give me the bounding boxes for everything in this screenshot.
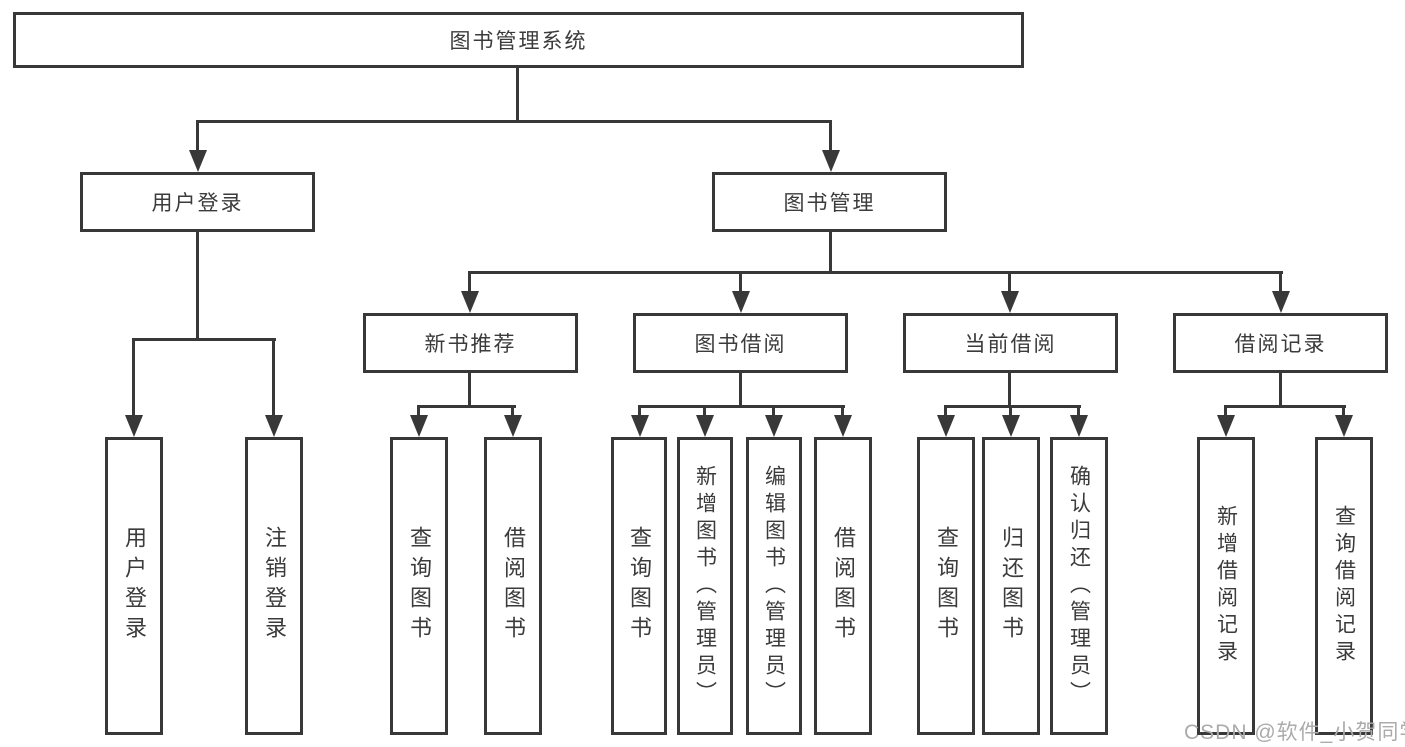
connector-line (1279, 271, 1282, 295)
connector-line (772, 405, 775, 417)
connector-line (468, 271, 471, 295)
arrowhead-down-icon (822, 150, 840, 172)
connector-line (272, 338, 275, 417)
node-label: 借阅记录 (1234, 333, 1327, 356)
leaf-label: 新增图书（管理员） (693, 464, 717, 708)
arrowhead-down-icon (1217, 415, 1235, 437)
arrowhead-down-icon (504, 415, 522, 437)
leaf-add-borrow-record: 新增借阅记录 (1197, 437, 1255, 735)
connector-line (417, 405, 516, 408)
connector-line (516, 68, 519, 123)
arrowhead-down-icon (1001, 291, 1019, 313)
connector-line (1279, 373, 1282, 405)
leaf-label: 查询图书 (627, 526, 652, 646)
leaf-query-book-current: 查询图书 (917, 437, 975, 735)
node-label: 图书借阅 (694, 333, 787, 356)
arrowhead-down-icon (1272, 291, 1290, 313)
connector-line (829, 120, 832, 154)
connector-line (841, 405, 844, 417)
node-label: 图书管理系统 (449, 30, 588, 53)
connector-line (511, 405, 514, 417)
connector-line (1009, 405, 1012, 417)
arrowhead-down-icon (631, 415, 649, 437)
node-borrow-record: 借阅记录 (1173, 313, 1388, 373)
connector-line (1224, 405, 1346, 408)
leaf-add-book-admin: 新增图书（管理员） (677, 437, 733, 735)
leaf-label: 新增借阅记录 (1214, 505, 1238, 667)
leaf-label: 归还图书 (999, 526, 1024, 646)
leaf-label: 借阅图书 (501, 526, 526, 646)
connector-line (196, 232, 199, 338)
connector-line (1342, 405, 1345, 417)
leaf-query-book-newbook: 查询图书 (390, 437, 448, 735)
leaf-label: 查询图书 (934, 526, 959, 646)
arrowhead-down-icon (765, 415, 783, 437)
leaf-label: 用户登录 (122, 526, 147, 646)
node-book-borrow: 图书借阅 (633, 313, 848, 373)
leaf-query-borrow-record: 查询借阅记录 (1315, 437, 1373, 735)
arrowhead-down-icon (265, 415, 283, 437)
arrowhead-down-icon (1070, 415, 1088, 437)
arrowhead-down-icon (189, 150, 207, 172)
node-label: 图书管理 (783, 192, 876, 215)
connector-line (132, 338, 135, 417)
node-label: 当前借阅 (964, 333, 1057, 356)
connector-line (739, 373, 742, 405)
leaf-label: 查询图书 (407, 526, 432, 646)
connector-line (1224, 405, 1227, 417)
connector-line (417, 405, 420, 417)
leaf-confirm-return-admin: 确认归还（管理员） (1050, 437, 1108, 735)
connector-line (1077, 405, 1080, 417)
csdn-watermark: CSDN @软件_小贺同学 (1184, 721, 1405, 744)
connector-line (196, 120, 199, 154)
leaf-borrow-book: 借阅图书 (814, 437, 872, 735)
leaf-edit-book-admin: 编辑图书（管理员） (746, 437, 802, 735)
arrowhead-down-icon (937, 415, 955, 437)
arrowhead-down-icon (834, 415, 852, 437)
node-book-management: 图书管理 (712, 172, 947, 232)
connector-line (703, 405, 706, 417)
connector-line (1008, 271, 1011, 295)
connector-line (944, 405, 1081, 408)
connector-line (829, 232, 832, 274)
node-current-borrow: 当前借阅 (903, 313, 1118, 373)
connector-line (944, 405, 947, 417)
node-library-management-system: 图书管理系统 (13, 12, 1024, 68)
leaf-label: 注销登录 (262, 526, 287, 646)
connector-line (739, 271, 742, 295)
arrowhead-down-icon (696, 415, 714, 437)
leaf-user-login: 用户登录 (105, 437, 163, 735)
node-user-login: 用户登录 (80, 172, 315, 232)
leaf-label: 查询借阅记录 (1332, 505, 1356, 667)
arrowhead-down-icon (1335, 415, 1353, 437)
connector-line (638, 405, 641, 417)
connector-line (468, 271, 1283, 274)
leaf-borrow-book-newbook: 借阅图书 (484, 437, 542, 735)
leaf-label: 借阅图书 (831, 526, 856, 646)
arrowhead-down-icon (461, 291, 479, 313)
leaf-query-book-borrow: 查询图书 (611, 437, 667, 735)
connector-line (638, 405, 845, 408)
node-new-book-recommend: 新书推荐 (363, 313, 578, 373)
arrowhead-down-icon (410, 415, 428, 437)
connector-line (468, 373, 471, 405)
connector-line (1008, 373, 1011, 405)
node-label: 用户登录 (151, 192, 244, 215)
leaf-label: 确认归还（管理员） (1067, 464, 1091, 708)
node-label: 新书推荐 (424, 333, 517, 356)
leaf-label: 编辑图书（管理员） (762, 464, 786, 708)
leaf-return-book: 归还图书 (982, 437, 1040, 735)
leaf-logout-login: 注销登录 (245, 437, 303, 735)
connector-line (196, 120, 832, 123)
arrowhead-down-icon (1002, 415, 1020, 437)
connector-line (132, 338, 276, 341)
arrowhead-down-icon (125, 415, 143, 437)
arrowhead-down-icon (732, 291, 750, 313)
